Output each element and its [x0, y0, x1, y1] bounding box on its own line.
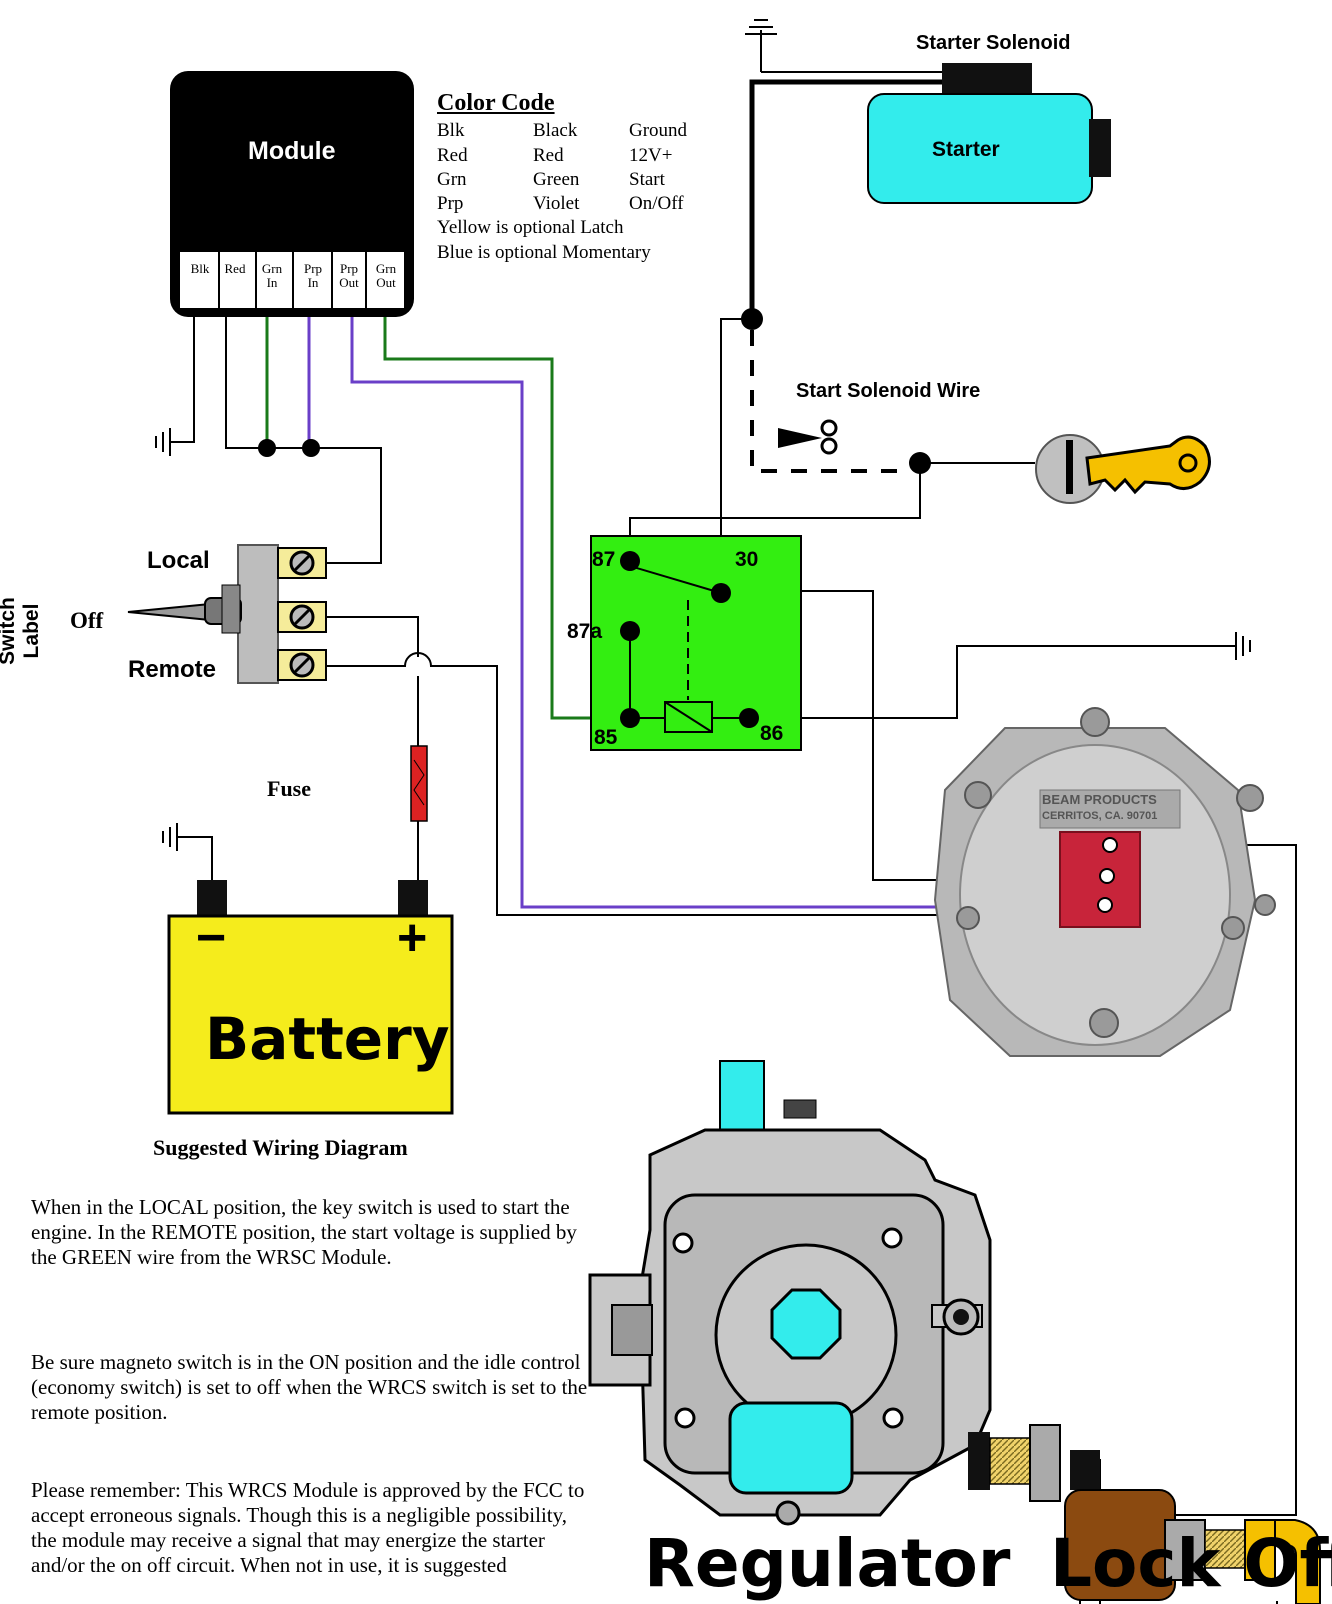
relay-30-label: 30 [735, 548, 759, 571]
paragraph-fcc: Please remember: This WRCS Module is app… [31, 1478, 585, 1577]
lock-off [989, 1424, 1321, 1604]
wires-green [265, 317, 630, 720]
cut-solenoid-wire [750, 330, 905, 473]
switch-off-label: Off [70, 608, 104, 633]
relay [590, 535, 802, 751]
diagram-caption: Suggested Wiring Diagram [153, 1135, 408, 1160]
relay-86-label: 86 [760, 722, 784, 745]
fuse [410, 745, 428, 822]
battery-minus: − [196, 909, 227, 967]
lock-off-label: Lock Off [1050, 1525, 1332, 1602]
junction-dots [258, 308, 931, 474]
regulator-label: Regulator [644, 1525, 1011, 1602]
paragraph-local-remote: When in the LOCAL position, the key swit… [31, 1195, 577, 1269]
battery [167, 880, 454, 1115]
valve-brand-line1: BEAM PRODUCTS [1042, 792, 1157, 807]
module-title: Module [248, 137, 336, 165]
starter-solenoid-label: Starter Solenoid [916, 32, 1071, 54]
key-switch-icon [1035, 434, 1211, 504]
valve-brand-line2: CERRITOS, CA. 90701 [1042, 810, 1158, 822]
starter-label: Starter [932, 138, 1000, 161]
color-code-heading: Color Code [437, 90, 555, 116]
module [170, 71, 414, 317]
relay-87-label: 87 [592, 548, 616, 571]
switch-remote-label: Remote [128, 656, 217, 683]
start-solenoid-wire-label: Start Solenoid Wire [796, 380, 981, 402]
starter [867, 63, 1111, 204]
battery-label: Battery [205, 1005, 450, 1073]
regulator [588, 1060, 992, 1526]
scissors-icon [778, 419, 838, 455]
switch-label-vertical: Switch Label [0, 597, 43, 665]
toggle-switch [127, 544, 327, 684]
switch-local-label: Local [147, 547, 210, 574]
fuse-label: Fuse [267, 776, 311, 801]
relay-85-label: 85 [594, 726, 618, 749]
wires-violet [307, 317, 1068, 909]
module-terminal-blk: Blk [190, 261, 210, 276]
beam-valve [933, 707, 1276, 1057]
paragraph-magneto: Be sure magneto switch is in the ON posi… [31, 1350, 588, 1424]
relay-87a-label: 87a [567, 620, 603, 643]
color-code-note-blue: Blue is optional Momentary [437, 242, 651, 263]
module-terminal-red: Red [224, 261, 246, 276]
color-code-note-yellow: Yellow is optional Latch [437, 217, 624, 238]
battery-plus: + [397, 909, 428, 967]
starter-wire [749, 79, 942, 319]
